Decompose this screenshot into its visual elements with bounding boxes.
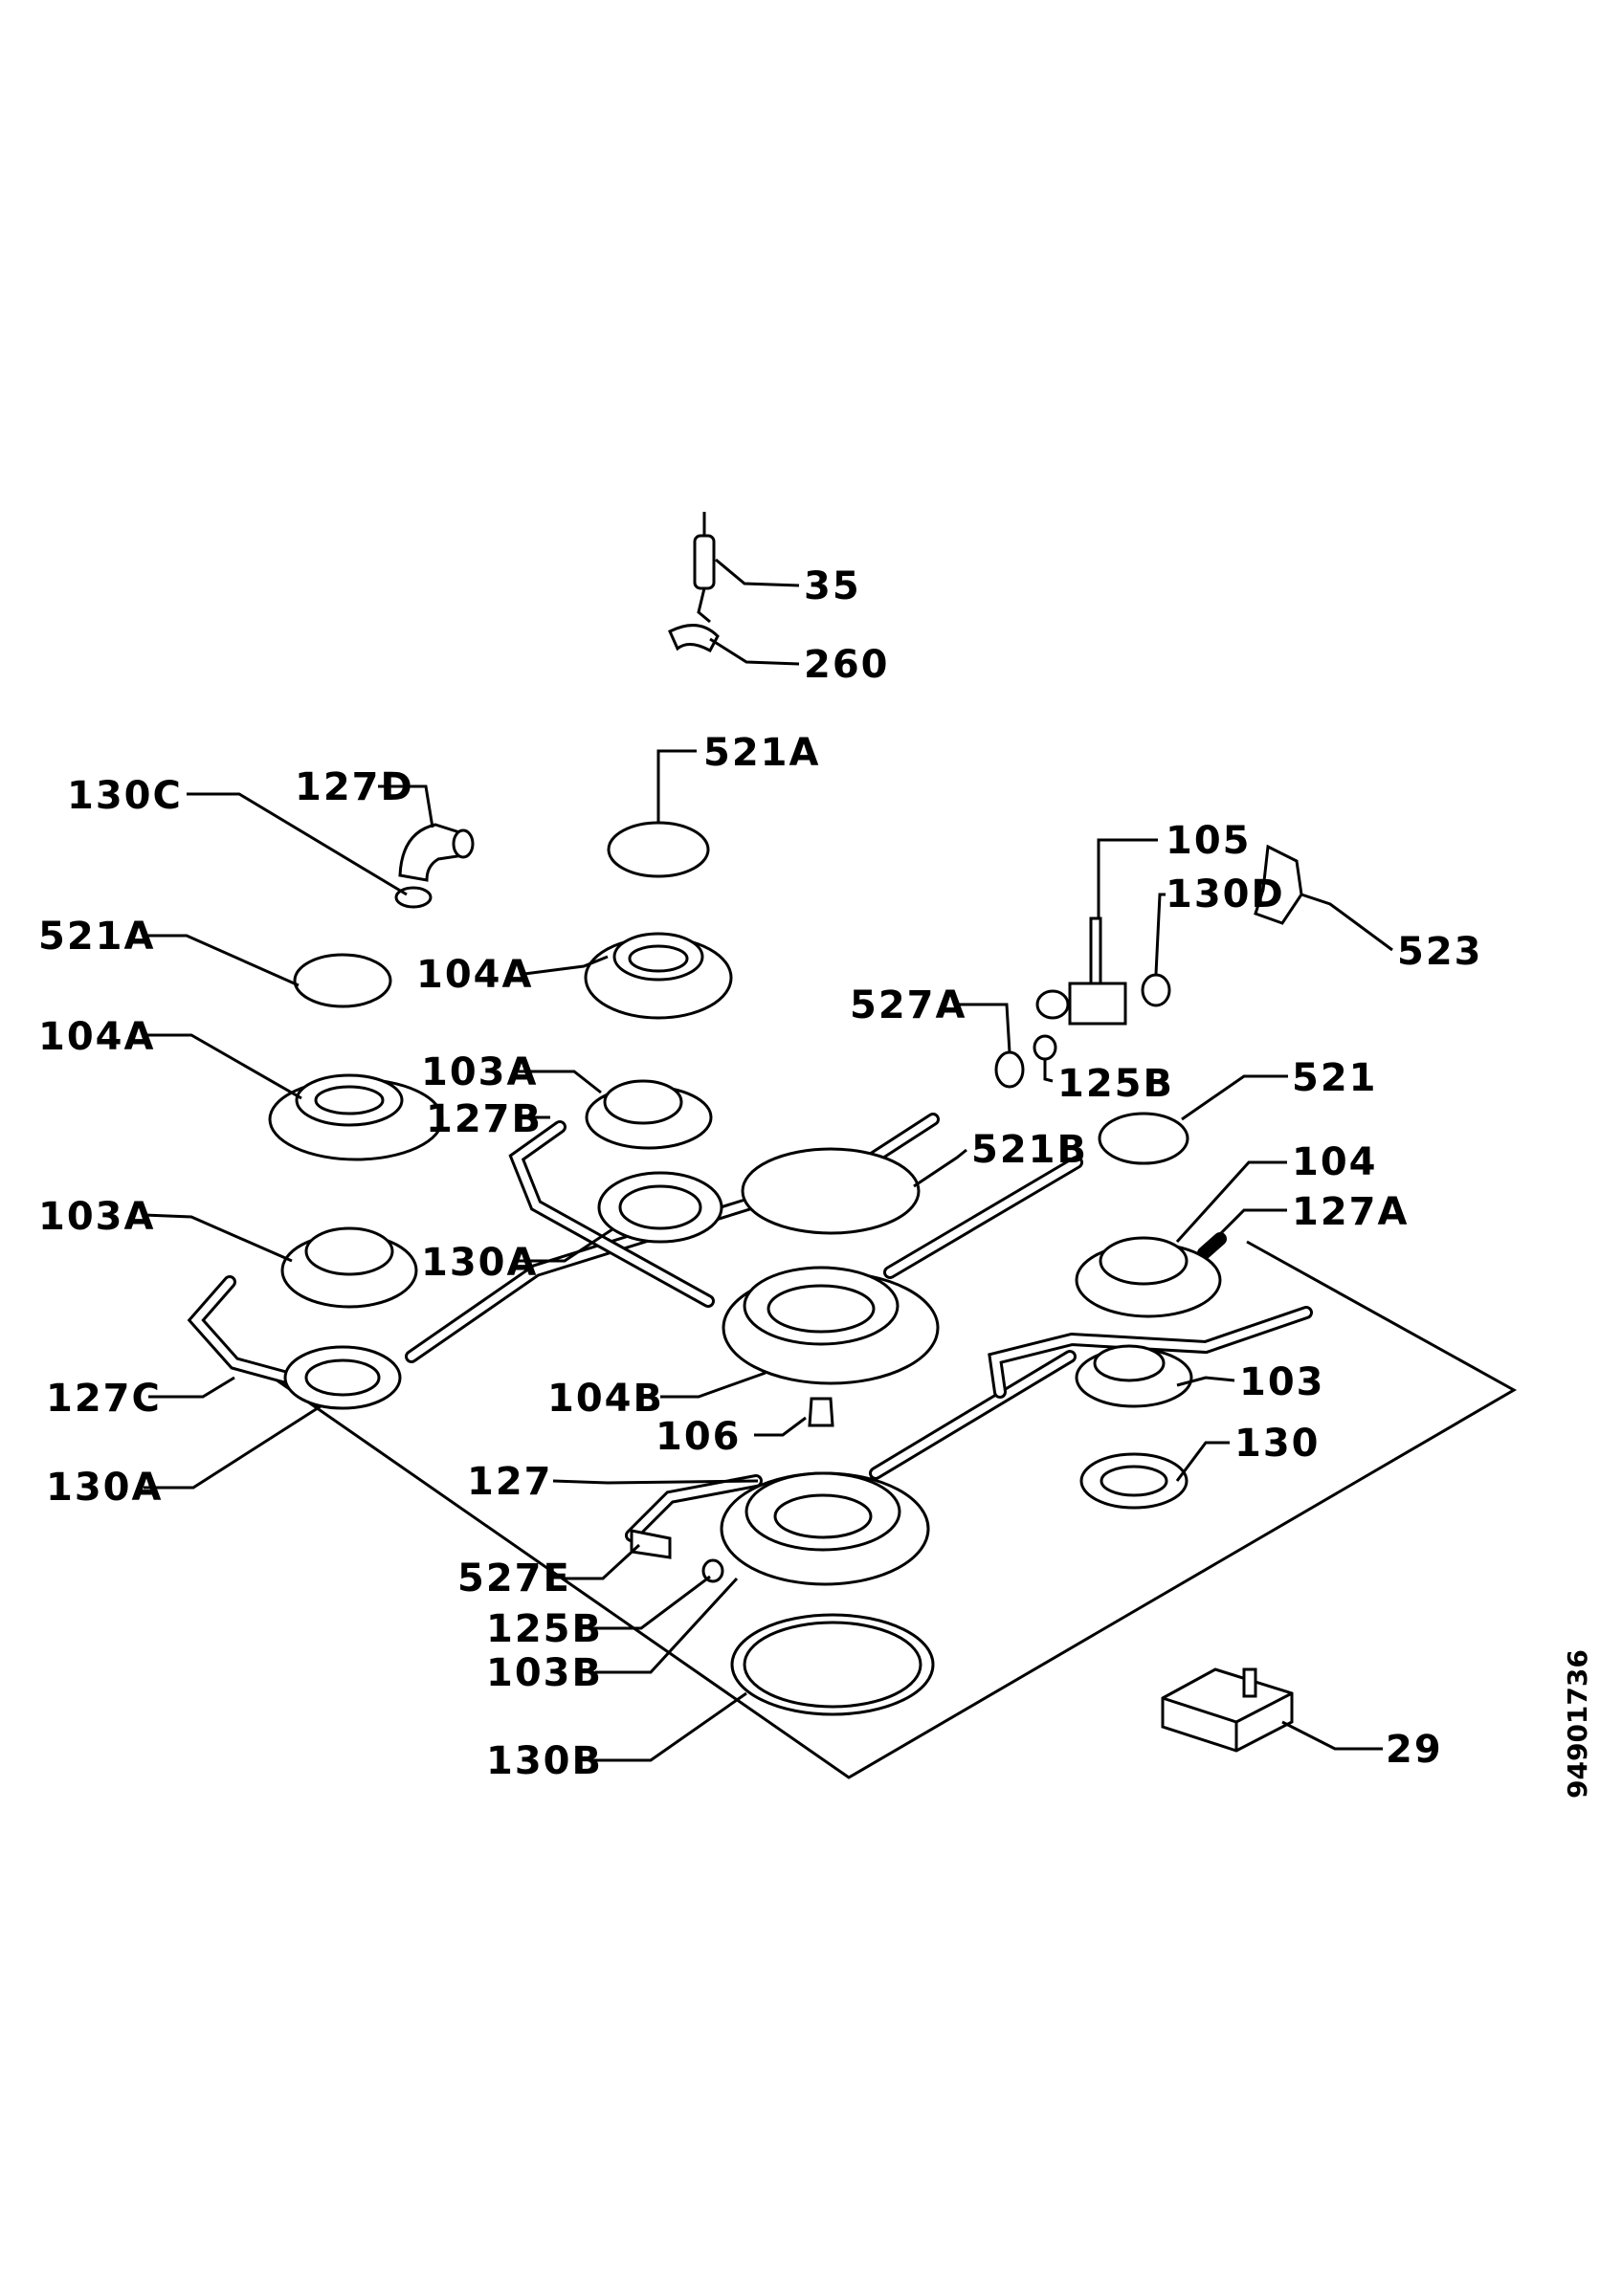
label-130b: 130B — [486, 1739, 603, 1783]
cap-521a-top — [607, 821, 710, 878]
injector-part-106 — [808, 1397, 834, 1427]
cap-521b — [741, 1147, 921, 1235]
label-523: 523 — [1397, 930, 1483, 974]
seal-part-130b — [730, 1613, 935, 1716]
label-103a-left: 103A — [38, 1195, 155, 1239]
drawing-code: 94901736 — [1562, 1649, 1593, 1799]
label-104b: 104B — [547, 1377, 664, 1421]
burner-base-103b — [720, 1471, 930, 1586]
label-527a: 527A — [850, 983, 967, 1027]
label-521b: 521B — [971, 1128, 1088, 1172]
elbow-part-127d — [394, 823, 475, 909]
label-521a-left: 521A — [38, 915, 155, 959]
electrode-part-35 — [693, 512, 716, 624]
label-127: 127 — [467, 1460, 553, 1504]
nut-part-527a — [994, 1050, 1025, 1089]
gas-pipes — [187, 1113, 1313, 1542]
washer-part-130d — [1141, 973, 1171, 1007]
label-104a-mid: 104A — [416, 953, 533, 997]
seal-130a-mid — [597, 1171, 723, 1244]
seal-part-130 — [1079, 1452, 1189, 1510]
burner-part-104 — [1075, 1236, 1222, 1318]
seal-130a-left — [283, 1345, 402, 1410]
cap-part-521 — [1098, 1112, 1189, 1165]
label-527e: 527E — [457, 1556, 571, 1601]
label-29: 29 — [1386, 1728, 1443, 1772]
label-105: 105 — [1166, 819, 1252, 863]
burner-base-103a-left — [280, 1226, 418, 1309]
washer-125b-bottom — [701, 1558, 724, 1583]
bracket-part-523 — [1254, 844, 1303, 925]
washer-125b-top — [1033, 1034, 1057, 1061]
label-127c: 127C — [46, 1377, 162, 1421]
label-125b-top: 125B — [1057, 1062, 1174, 1106]
label-103: 103 — [1239, 1360, 1325, 1404]
label-130c: 130C — [67, 774, 183, 818]
burner-base-103a-mid — [585, 1079, 713, 1150]
label-103b: 103B — [486, 1651, 603, 1695]
label-130: 130 — [1234, 1422, 1321, 1466]
label-130a-mid: 130A — [421, 1241, 538, 1285]
fitting-part-527e — [630, 1529, 672, 1559]
label-130d: 130D — [1166, 872, 1285, 916]
label-106: 106 — [655, 1415, 742, 1459]
burner-104b — [722, 1266, 940, 1385]
burner-104a-mid — [584, 932, 733, 1020]
label-130a-left: 130A — [46, 1466, 163, 1510]
clip-part-260 — [668, 624, 720, 653]
label-104: 104 — [1292, 1140, 1378, 1184]
cap-521a-left — [293, 953, 392, 1008]
label-521a-top: 521A — [703, 731, 820, 775]
burner-base-part-103 — [1075, 1344, 1193, 1408]
label-125b-bottom: 125B — [486, 1607, 603, 1651]
label-127a: 127A — [1292, 1190, 1409, 1234]
label-104a-left: 104A — [38, 1015, 155, 1059]
label-127d: 127D — [295, 765, 414, 809]
part-labels: 35 260 521A 130C 127D 105 130D 523 521A … — [38, 564, 1483, 1783]
label-127b: 127B — [426, 1097, 543, 1141]
label-103a-mid: 103A — [421, 1050, 538, 1094]
label-521: 521 — [1292, 1056, 1378, 1100]
burner-104a-left — [268, 1073, 444, 1161]
label-35: 35 — [804, 564, 861, 608]
valve-part-105 — [1035, 916, 1127, 1026]
label-260: 260 — [804, 643, 890, 687]
igniter-box-part-29 — [1161, 1667, 1294, 1753]
leader-lines — [143, 558, 1393, 1762]
hob-outline — [256, 1240, 1518, 1779]
